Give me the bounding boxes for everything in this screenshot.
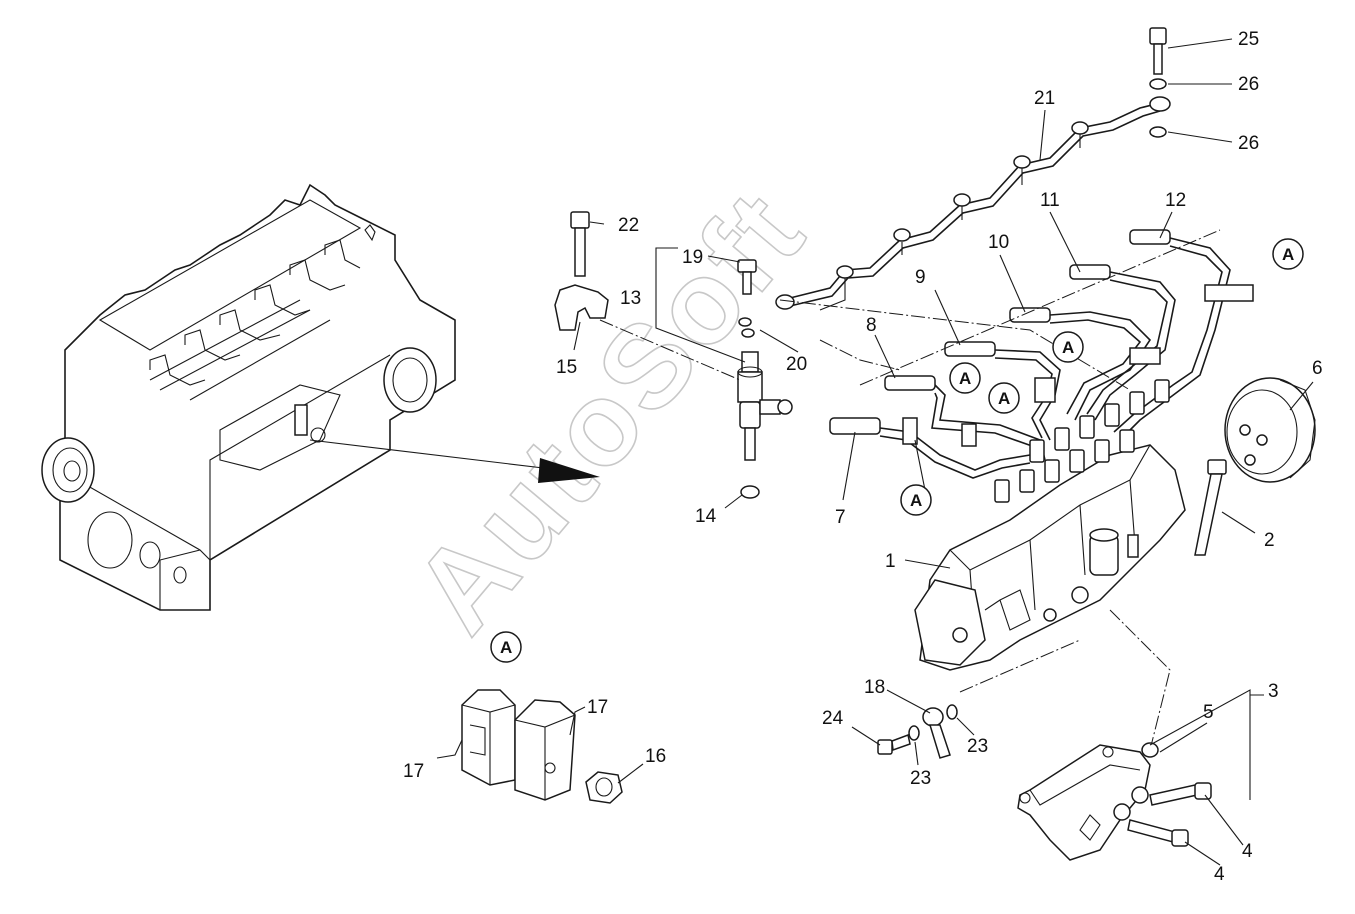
nut-5	[1141, 742, 1159, 758]
callout-15: 15	[556, 357, 577, 378]
nut-16	[585, 771, 623, 804]
assembly-centerlines	[599, 229, 1221, 751]
callout-labels: 25 26 26 21 11 12 10 9 8 22 19 13 20 15 …	[403, 29, 1323, 885]
washer-23-a	[946, 704, 958, 720]
section-a-marker: A	[949, 362, 981, 394]
section-a-marker: A	[490, 631, 522, 663]
callout-1: 1	[885, 551, 896, 572]
callout-19: 19	[682, 247, 703, 268]
callout-11: 11	[1040, 190, 1060, 211]
banjo-bolt-24	[877, 733, 911, 755]
drive-gear-6	[1224, 377, 1316, 483]
callout-21: 21	[1034, 88, 1055, 109]
callout-26-upper: 26	[1238, 74, 1259, 95]
injector-13	[737, 351, 793, 461]
injection-pump-1	[914, 379, 1186, 671]
washer-26-upper	[1149, 78, 1167, 90]
section-a-marker: A	[1052, 331, 1084, 363]
callout-6: 6	[1312, 358, 1323, 379]
callout-25: 25	[1238, 29, 1259, 50]
svg-text:A: A	[500, 638, 512, 657]
section-a-marker: A	[988, 382, 1020, 414]
callout-26-lower: 26	[1238, 133, 1259, 154]
callout-2: 2	[1264, 530, 1275, 551]
section-a-markers: A A A A A A	[490, 238, 1304, 663]
callout-3: 3	[1268, 681, 1279, 702]
callout-9: 9	[915, 267, 926, 288]
washer-23-b	[908, 725, 920, 741]
callout-20: 20	[786, 354, 807, 375]
seal-washer-14	[740, 485, 760, 499]
callout-22: 22	[618, 215, 639, 236]
detail-a-rubber-mounts-17	[461, 689, 576, 801]
leak-off-pipe	[775, 96, 1171, 311]
pump-bolt-2	[1194, 459, 1227, 556]
callout-10: 10	[988, 232, 1009, 253]
svg-text:A: A	[998, 389, 1010, 408]
svg-text:A: A	[959, 369, 971, 388]
svg-text:A: A	[1282, 245, 1294, 264]
banjo-bolt-25	[1149, 27, 1167, 75]
callout-23-bottom: 23	[910, 768, 931, 789]
section-a-marker: A	[1272, 238, 1304, 270]
detail-arrow	[309, 439, 600, 483]
callout-16: 16	[645, 746, 666, 767]
callout-leaders	[436, 38, 1314, 866]
clamp-bolt-22	[570, 211, 590, 277]
callout-4-lower: 4	[1214, 864, 1225, 885]
engine-block	[41, 183, 456, 611]
callout-12: 12	[1165, 190, 1186, 211]
callout-24: 24	[822, 708, 844, 729]
pump-bracket-3	[1017, 744, 1151, 861]
leak-off-bolt-19	[737, 259, 757, 295]
callout-17-right: 17	[587, 697, 608, 718]
bracket-bolts-4	[1127, 782, 1212, 847]
section-a-marker: A	[900, 484, 932, 516]
callout-23-right: 23	[967, 736, 988, 757]
callout-14: 14	[695, 506, 717, 527]
callout-8: 8	[866, 315, 877, 336]
callout-17-left: 17	[403, 761, 424, 782]
callout-4-upper: 4	[1242, 841, 1253, 862]
callout-5: 5	[1203, 702, 1214, 723]
washer-26-lower	[1149, 126, 1167, 138]
high-pressure-pipes	[829, 229, 1254, 479]
washers-20	[738, 317, 755, 338]
callout-18: 18	[864, 677, 885, 698]
svg-text:A: A	[1062, 338, 1074, 357]
banjo-fitting-18	[922, 707, 951, 759]
svg-text:A: A	[910, 491, 922, 510]
callout-13: 13	[620, 288, 641, 309]
callout-7: 7	[835, 507, 846, 528]
injector-clamp-15	[554, 284, 609, 331]
